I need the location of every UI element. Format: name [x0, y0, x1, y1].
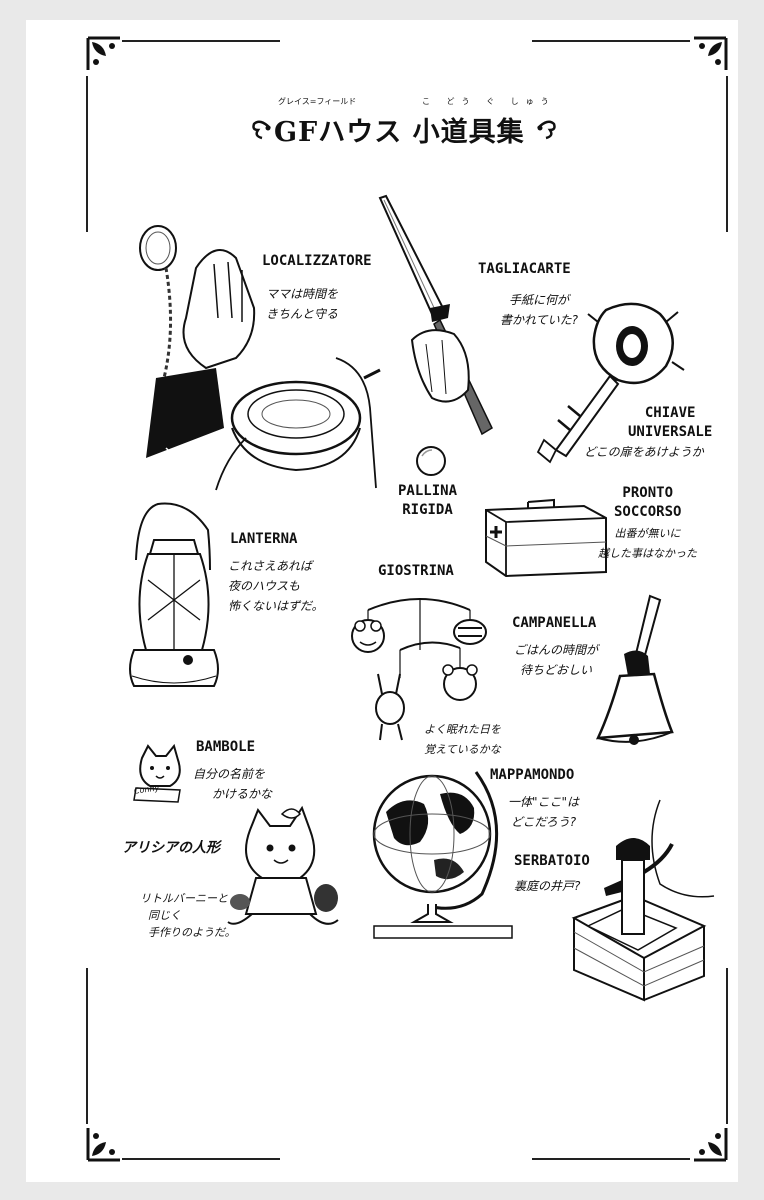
- lantern-illustration: [118, 500, 228, 696]
- water-pump-illustration: [564, 800, 714, 1000]
- label-bambole: BAMBOLE: [196, 739, 256, 755]
- alicia-doll-illustration: [226, 806, 342, 936]
- cat-doll-illustration: [130, 744, 190, 804]
- label-chiave-universale: CHIAVE UNIVERSALE: [628, 405, 713, 440]
- title-ruby-gf: グレイス=フィールド: [278, 97, 357, 106]
- corner-ornament-icon: [694, 1128, 728, 1162]
- frame-bottom-line-right: [532, 1158, 690, 1160]
- note-tagliacarte: 手紙に何が 書かれていた?: [500, 293, 579, 327]
- label-tagliacarte: TAGLIACARTE: [478, 261, 571, 277]
- globe-illustration: [364, 764, 514, 944]
- bell-illustration: [594, 592, 674, 745]
- title-flourish-left-icon: [250, 116, 272, 140]
- frame-bottom-line: [122, 1158, 280, 1160]
- letter-opener-illustration: [372, 194, 508, 440]
- note-pronto-soccorso: 出番が無いに 越した事はなかった: [598, 527, 697, 560]
- frame-left-line-bottom: [86, 968, 88, 1124]
- page-title: GFハウス 小道具集: [274, 117, 525, 148]
- first-aid-box-illustration: [484, 496, 608, 578]
- note-title-alicia: アリシアの人形: [122, 840, 220, 856]
- label-pallina-rigida: PALLINA RIGIDA: [398, 483, 458, 518]
- note-bambole: 自分の名前を かけるかな: [193, 767, 273, 801]
- frame-left-line: [86, 76, 88, 232]
- label-campanella: CAMPANELLA: [512, 615, 597, 631]
- title-ruby-kodougu: こ どう ぐ しゅう: [422, 97, 556, 106]
- title-flourish-right-icon: [536, 116, 558, 140]
- corner-ornament-icon: [694, 36, 728, 70]
- corner-ornament-icon: [86, 1128, 120, 1162]
- corner-ornament-icon: [86, 36, 120, 70]
- note-lanterna: これさえあれば 夜のハウスも 怖くないはずだ。: [228, 559, 324, 613]
- note-giostrina: よく眠れた日を 覚えているかな: [424, 723, 501, 756]
- ornate-key-illustration: [536, 300, 692, 470]
- baby-mobile-illustration: [340, 598, 490, 750]
- note-serbatoio: 裏庭の井戸?: [514, 879, 581, 893]
- doll-name-tag: Conny: [133, 783, 160, 796]
- label-giostrina: GIOSTRINA: [378, 563, 454, 579]
- pocket-watch-illustration: [136, 218, 386, 490]
- note-chiave-universale: どこの扉をあけようか: [584, 445, 704, 459]
- label-mappamondo: MAPPAMONDO: [490, 767, 575, 783]
- note-mappamondo: 一体"ここ"は どこだろう?: [508, 795, 580, 829]
- frame-top-line-right: [532, 40, 690, 42]
- note-localizzatore: ママは時間を きちんと守る: [266, 287, 339, 321]
- frame-top-line: [122, 40, 280, 42]
- label-localizzatore: LOCALIZZATORE: [262, 253, 372, 269]
- ball-illustration: [414, 444, 448, 478]
- note-alicia: リトルバーニーと 同じく 手作りのようだ。: [140, 892, 236, 939]
- label-pronto-soccorso: PRONTO SOCCORSO: [614, 485, 682, 520]
- label-serbatoio: SERBATOIO: [514, 853, 590, 869]
- frame-right-line-bottom: [726, 968, 728, 1124]
- page-title-block: グレイス=フィールド こ どう ぐ しゅう GFハウス 小道具集: [250, 97, 560, 152]
- label-lanterna: LANTERNA: [230, 531, 298, 547]
- frame-right-line: [726, 76, 728, 232]
- note-campanella: ごはんの時間が 待ちどおしい: [514, 643, 599, 677]
